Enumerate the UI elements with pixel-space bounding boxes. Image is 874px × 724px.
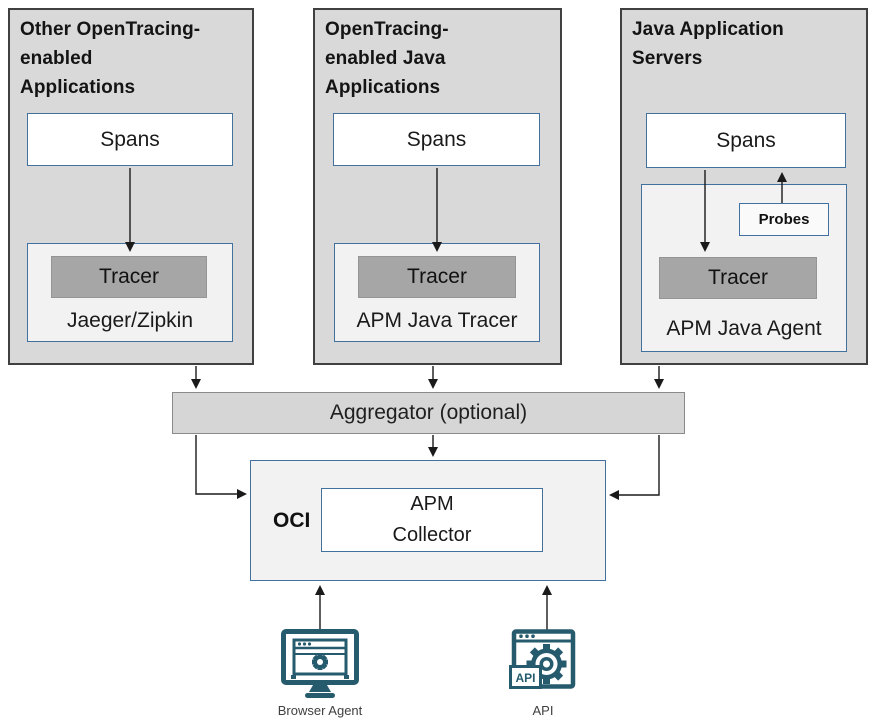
api-badge — [509, 665, 542, 689]
panel-title: OpenTracing- enabled Java Applications — [325, 19, 449, 98]
api-label: API — [532, 703, 554, 718]
oci-label: OCI — [273, 508, 311, 532]
panel-title: Other OpenTracing- enabled Applications — [20, 19, 201, 98]
probes-label: Probes — [758, 211, 810, 228]
apm-java-tracer-box: Tracer APM Java Tracer — [334, 243, 540, 342]
spans-box: Spans — [646, 113, 846, 168]
apm-collector-box: APM Collector — [321, 488, 543, 552]
arrow-right-elbow-to-oci — [609, 435, 660, 500]
panel-java-application-servers: Java Application Servers Spans Probes Tr… — [620, 8, 868, 365]
gear-icon — [312, 654, 328, 670]
spans-label: Spans — [406, 127, 467, 151]
tracer-label: Tracer — [407, 265, 467, 288]
spans-label: Spans — [100, 127, 160, 151]
probes-box: Probes — [739, 203, 829, 236]
tracer-label: Tracer — [99, 265, 159, 288]
api-icon: API — [509, 629, 576, 689]
panel-title: Java Application Servers — [632, 19, 784, 69]
tracer-box: Tracer — [358, 256, 516, 298]
arrow-left-elbow-to-oci — [195, 435, 247, 499]
tracer-box: Tracer — [51, 256, 207, 298]
product-label: APM Java Tracer — [356, 309, 518, 332]
spans-box: Spans — [27, 113, 233, 166]
browser-agent-icon — [281, 629, 359, 698]
tracer-label: Tracer — [708, 266, 768, 289]
browser-agent-label: Browser Agent — [277, 703, 363, 718]
panel-other-opentracing-apps: Other OpenTracing- enabled Applications … — [8, 8, 254, 365]
aggregator-box: Aggregator (optional) — [172, 392, 685, 434]
panel-opentracing-java-apps: OpenTracing- enabled Java Applications S… — [313, 8, 562, 365]
oci-box: OCI APM Collector — [250, 460, 606, 581]
apm-java-agent-box: Probes Tracer APM Java Agent — [641, 184, 847, 352]
jaeger-zipkin-box: Tracer Jaeger/Zipkin — [27, 243, 233, 342]
apm-collector-label: APM Collector — [392, 493, 472, 546]
product-label: APM Java Agent — [666, 317, 822, 340]
aggregator-label: Aggregator (optional) — [329, 401, 528, 424]
spans-box: Spans — [333, 113, 540, 166]
spans-label: Spans — [716, 128, 776, 152]
api-badge-label: API — [515, 671, 535, 685]
tracer-box: Tracer — [659, 257, 817, 299]
product-label: Jaeger/Zipkin — [66, 309, 194, 332]
